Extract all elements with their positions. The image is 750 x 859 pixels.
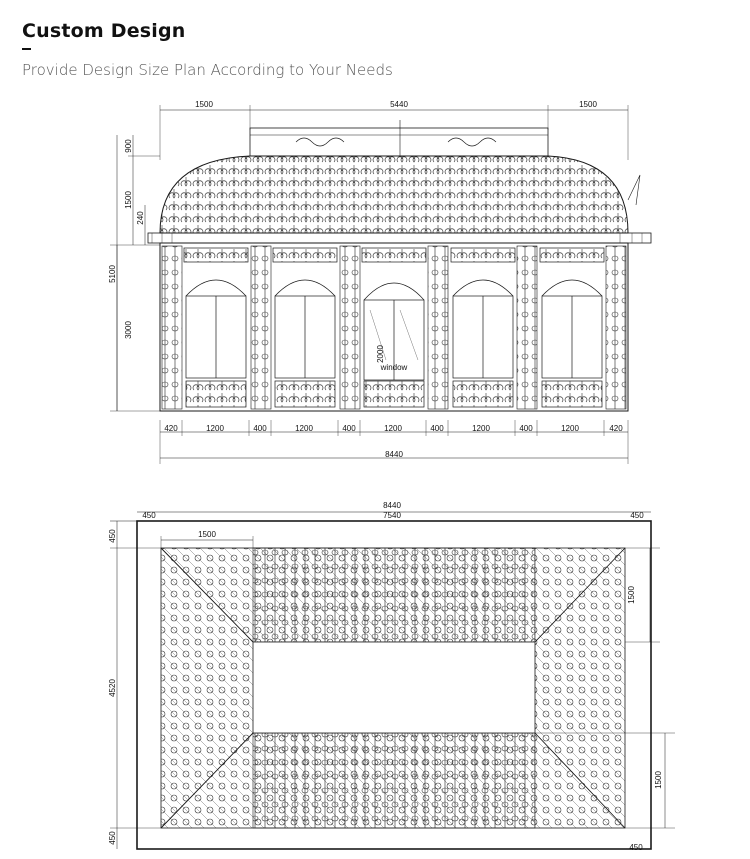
dim-bottom-5: 1200 <box>384 424 402 433</box>
plan-right-lower: 1500 <box>654 771 663 789</box>
plan-left-bottom: 450 <box>108 831 117 845</box>
plan-total-width: 8440 <box>383 501 401 510</box>
plan-dimensions: 8440 7540 450 450 1500 450 4520 450 1500… <box>108 501 663 852</box>
dim-bottom-3: 1200 <box>295 424 313 433</box>
dim-door-height: 2000 <box>376 345 385 363</box>
dim-left-5100: 5100 <box>108 265 117 283</box>
roof-plan <box>110 511 675 850</box>
dim-left-1500: 1500 <box>124 191 133 209</box>
plan-right-margin: 450 <box>630 511 644 520</box>
dim-bottom-2: 400 <box>253 424 267 433</box>
dim-bottom-10: 420 <box>609 424 623 433</box>
dim-left-900: 900 <box>124 139 133 153</box>
facade-columns <box>161 245 627 410</box>
title-underline <box>22 48 31 50</box>
front-elevation <box>110 105 652 464</box>
door-label: window <box>380 363 408 372</box>
plan-left-top: 450 <box>108 529 117 543</box>
dim-bottom-7: 1200 <box>472 424 490 433</box>
elevation-dimensions: 1500 5440 1500 900 1500 240 5100 3000 42… <box>108 100 623 459</box>
page-subtitle: Provide Design Size Plan According to Yo… <box>22 61 393 79</box>
plan-left-mid: 4520 <box>108 679 117 697</box>
window-bays <box>183 247 605 408</box>
plan-roof-segment: 1500 <box>198 530 216 539</box>
dim-left-240: 240 <box>136 211 145 225</box>
plan-left-margin: 450 <box>142 511 156 520</box>
dim-bottom-0: 420 <box>164 424 178 433</box>
plan-inner-width: 7540 <box>383 511 401 520</box>
dim-bottom-8: 400 <box>519 424 533 433</box>
dim-top-center: 5440 <box>390 100 408 109</box>
plan-bottom-right: 450 <box>629 843 643 852</box>
dim-bottom-1: 1200 <box>206 424 224 433</box>
dim-bottom-6: 400 <box>430 424 444 433</box>
dim-bottom-4: 400 <box>342 424 356 433</box>
dim-total-width: 8440 <box>385 450 403 459</box>
dim-left-3000: 3000 <box>124 321 133 339</box>
plan-right-upper: 1500 <box>627 586 636 604</box>
dim-bottom-9: 1200 <box>561 424 579 433</box>
dim-top-right: 1500 <box>579 100 597 109</box>
page-title: Custom Design <box>22 20 186 42</box>
dim-top-left: 1500 <box>195 100 213 109</box>
